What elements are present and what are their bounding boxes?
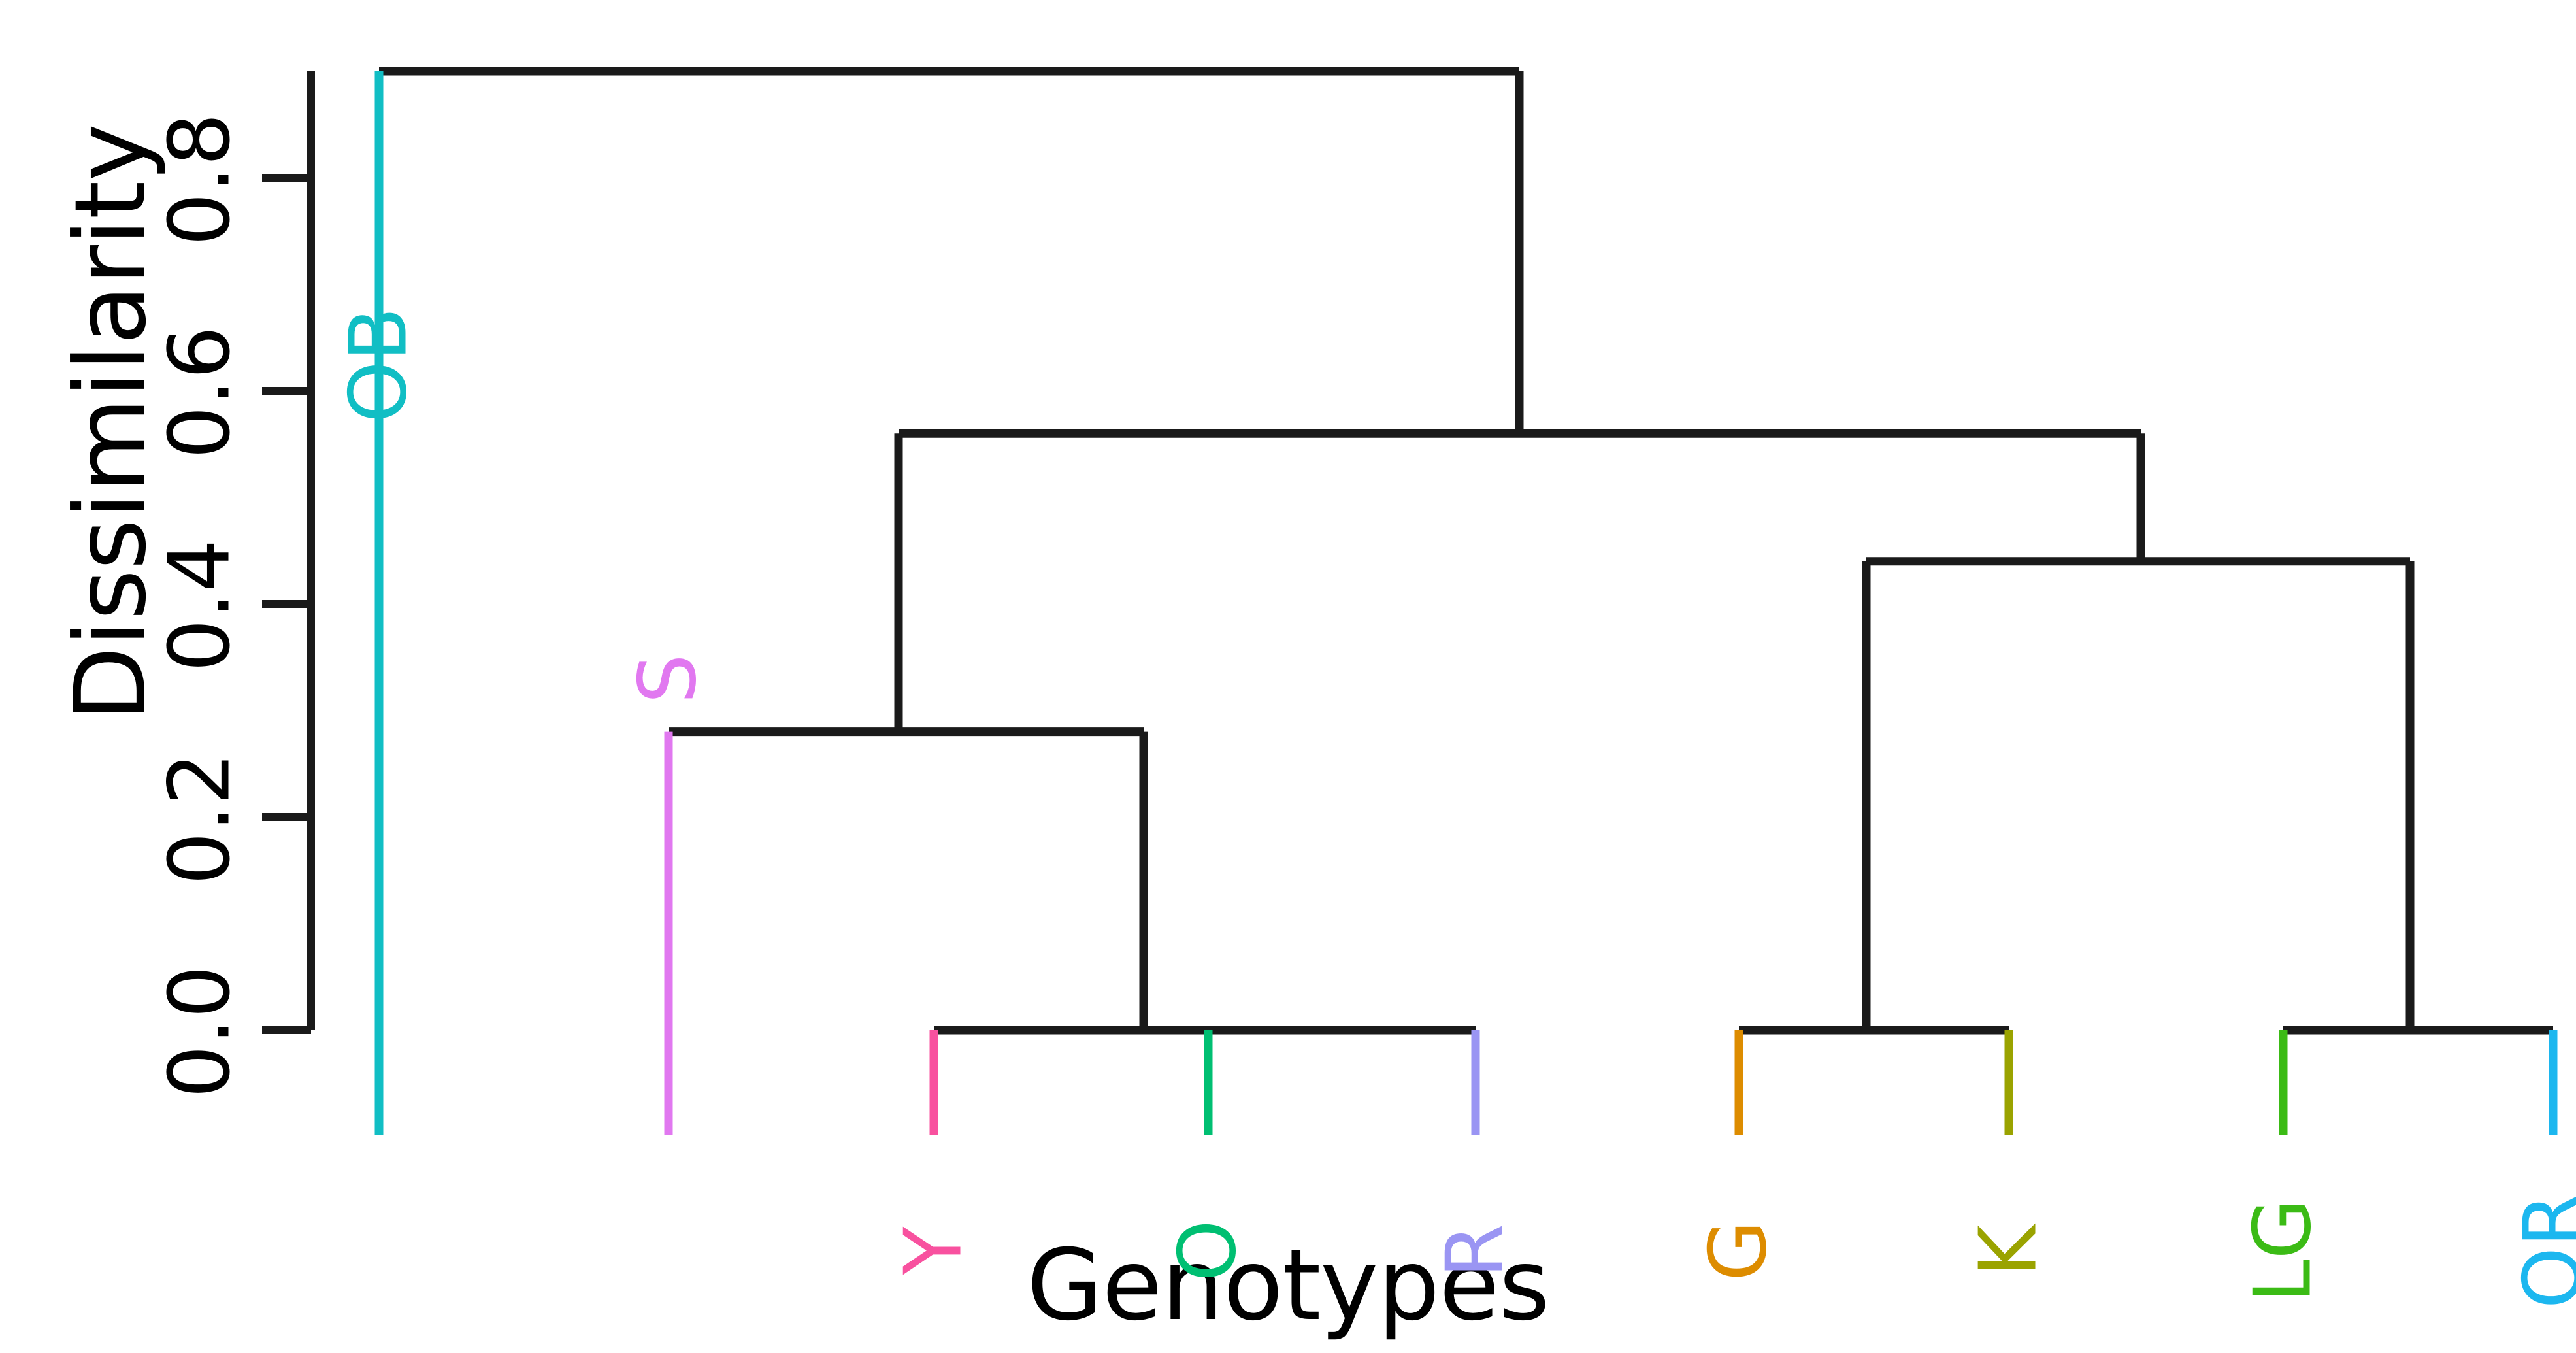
y-tick-label: 0.0 [151, 965, 249, 1099]
x-axis-label: Genotypes [1027, 1229, 1550, 1343]
leaf-label-LG: LG [2237, 1198, 2329, 1303]
leaf-label-G: G [1693, 1220, 1785, 1281]
y-tick-label: 0.2 [151, 752, 249, 886]
dendrogram-links [379, 67, 2553, 1035]
leaf-label-OB: OB [333, 307, 425, 423]
y-tick-label: 0.4 [151, 539, 249, 673]
leaf-label-S: S [623, 654, 714, 704]
y-tick-label: 0.8 [151, 112, 249, 246]
y-axis [262, 71, 315, 1034]
leaf-label-R: R [1430, 1223, 1521, 1278]
leaf-label-O: O [1163, 1220, 1254, 1282]
leaf-label-Y: Y [888, 1226, 980, 1275]
y-tick-label: 0.6 [151, 326, 249, 459]
leaf-label-OR: OR [2507, 1192, 2576, 1309]
leaf-label-K: K [1963, 1225, 2055, 1277]
dendrogram-leaf-stems [374, 71, 2558, 1135]
